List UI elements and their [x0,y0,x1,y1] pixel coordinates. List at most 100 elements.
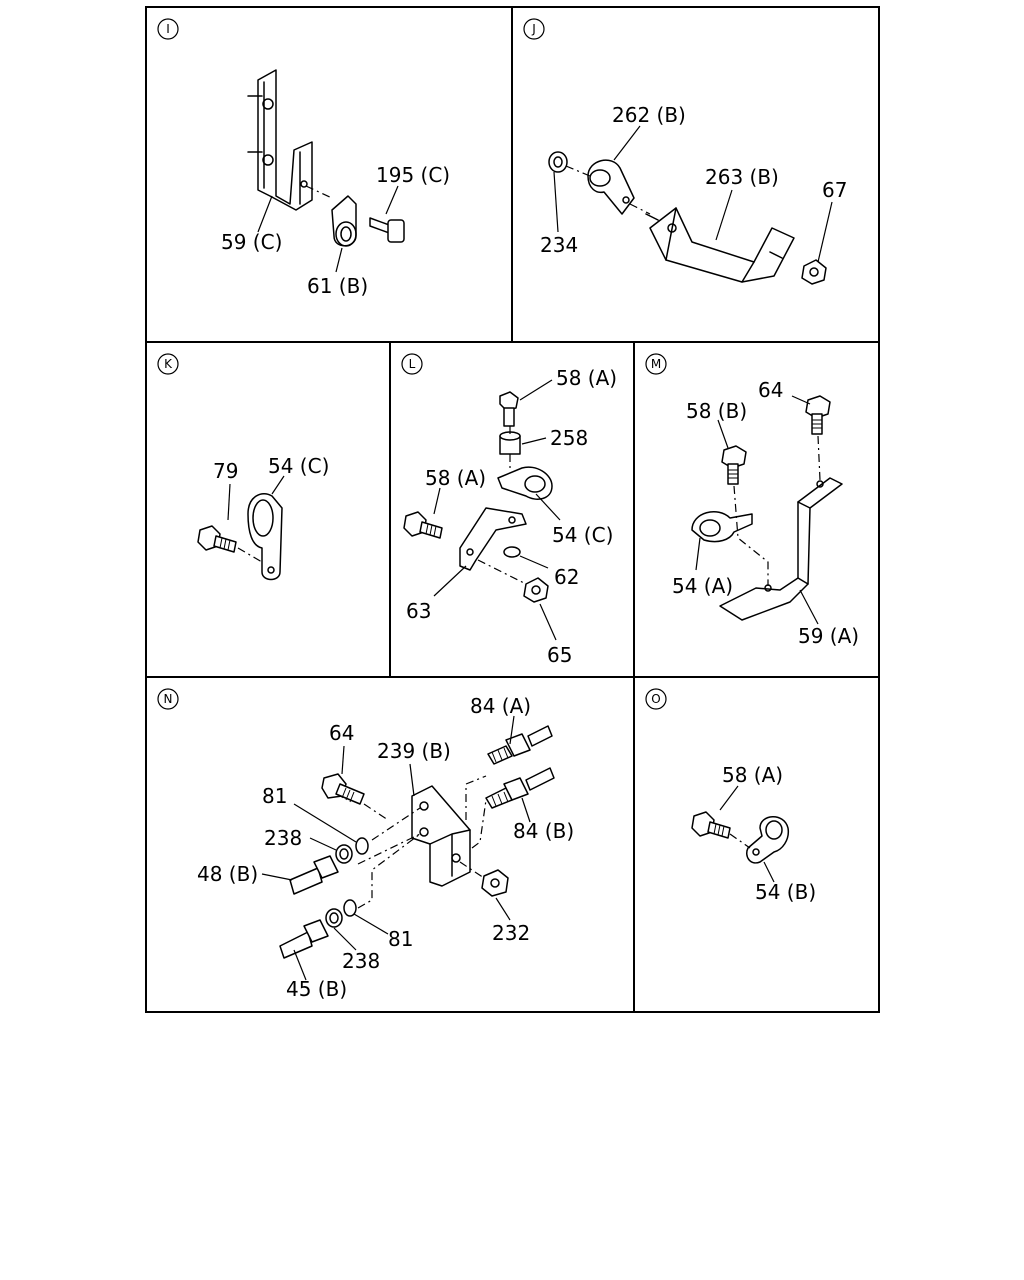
section-marker-j [523,18,545,40]
leader-45b [293,949,307,981]
section-i: I 59 (C) 61 (B) 195 (C) [157,18,450,298]
fitting-84b-body [525,767,555,791]
assembly-line-o [729,833,751,849]
bracket-263b [649,207,795,283]
leader-59a [799,589,819,625]
nut-67 [801,259,827,285]
section-k: K 79 54 (C) [157,353,329,581]
label-45b: 45 (B) [286,977,347,1001]
bracket-59a-hole [816,480,824,488]
clip-54b [746,816,790,864]
label-54c-l: 54 (C) [552,523,613,547]
bolt-58b-head [721,445,747,469]
leader-58a-o [719,785,739,811]
label-84a: 84 (A) [470,694,531,718]
label-84b: 84 (B) [513,819,574,843]
label-63: 63 [406,599,431,623]
clip-61b-coil-inner [340,226,352,242]
label-54b: 54 (B) [755,880,816,904]
label-59a: 59 (A) [798,624,859,648]
bolt-58a-o-thread [713,823,725,837]
label-195c: 195 (C) [376,163,450,187]
leader-61b [335,247,343,273]
bracket-59c-studs [247,95,263,153]
clip-54b-hole [752,848,760,856]
washer-238-lower [325,908,343,928]
fitting-84a-hex [505,733,531,757]
nut-232-bore [490,878,500,888]
bolt-58b-thread [728,469,738,479]
bolt-64-n-thread [341,787,355,803]
clip-54c-l-loop [524,475,546,493]
nut-234-bore [553,156,563,168]
label-79: 79 [213,459,238,483]
bolt-64-n-shank [335,783,365,805]
leader-258 [521,437,547,445]
bolt-64-m-head [805,395,831,419]
section-marker-o [645,688,667,710]
assembly-line-j [565,165,651,215]
leader-58a-top [519,379,553,401]
clip-54a [691,511,753,543]
leader-239b [409,763,415,797]
section-letter-l: L [409,357,416,371]
fitting-48b-hex [313,855,339,879]
label-81-lower: 81 [388,927,413,951]
bolt-79-thread [219,537,231,551]
fitting-84b-hex [503,777,529,801]
washer-81-lower [343,899,357,917]
leader-65 [539,603,557,641]
leader-62 [519,555,549,569]
fitting-84a-thread-lines [491,747,509,763]
bracket-239b-hole-1 [419,801,429,811]
nut-65 [523,577,549,603]
leader-54c-k [271,475,285,495]
clip-54a-loop [699,519,721,537]
leader-234 [553,171,559,233]
leader-58a-left [433,487,441,515]
label-232: 232 [492,921,530,945]
bracket-263b-studs [645,213,783,259]
label-238-upper: 238 [264,826,302,850]
label-54a: 54 (A) [672,574,733,598]
bracket-263b-edge [665,207,755,283]
label-262b: 262 (B) [612,103,686,127]
leader-48b [261,873,293,881]
label-65: 65 [547,643,572,667]
leader-238-lower [333,927,357,951]
nut-67-bore [809,267,819,277]
section-letter-m: M [651,357,661,371]
label-59c: 59 (C) [221,230,282,254]
leader-238-upper [309,837,337,851]
label-61b: 61 (B) [307,274,368,298]
section-letter-i: I [166,22,170,36]
bolt-64-m-thread [812,419,822,429]
leader-81-upper [293,803,357,843]
section-marker-l [401,353,423,375]
fitting-84a-body [527,725,553,747]
nut-65-bore [531,585,541,595]
label-67: 67 [822,178,847,202]
clip-54c-k-hole [267,566,275,574]
leader-64-m [791,395,811,405]
label-234: 234 [540,233,578,257]
clip-262b [587,159,635,215]
fitting-84b-thread-lines [491,791,509,807]
bolt-58a-top-shank [503,407,515,427]
section-m: M 64 58 (B) 54 (A) 59 (A) [645,353,859,648]
leader-79 [227,483,231,521]
assembly-line-k [237,547,263,563]
nut-232 [481,869,509,897]
washer-81-upper [355,837,369,855]
bolt-58a-left-thread [425,523,437,537]
fitting-48b-pipe [289,867,323,895]
assembly-line-i [305,185,333,199]
leader-84b [521,797,531,823]
label-81-upper: 81 [262,784,287,808]
assembly-line-n [357,775,487,909]
clip-61b [331,195,357,247]
section-marker-i [157,18,179,40]
leader-54c-l [535,493,561,521]
label-58b: 58 (B) [686,399,747,423]
